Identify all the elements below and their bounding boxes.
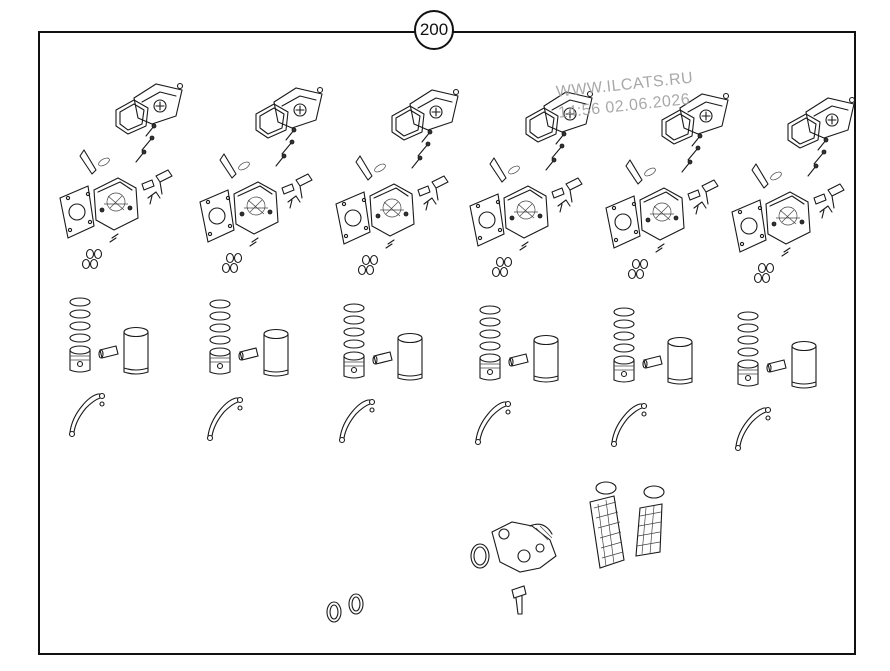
oil-pipe-2 (206, 396, 244, 442)
pump-housing (470, 521, 557, 573)
piston-liner-set-5 (613, 307, 693, 385)
piston-liner-set-6 (737, 311, 817, 389)
cylinder-head-assembly-5 (605, 92, 730, 280)
page-number: 200 (419, 20, 449, 39)
cylinder-head-assembly-6 (731, 96, 856, 284)
drain-plug (511, 585, 527, 615)
piston-liner-set-3 (343, 303, 423, 381)
oil-pipe-1 (68, 392, 106, 438)
seal-rings (326, 593, 364, 623)
cylinder-head-assembly-3 (335, 88, 460, 276)
filter-element-2 (635, 485, 665, 557)
piston-liner-set-4 (479, 305, 559, 383)
filter-element-1 (589, 481, 625, 569)
cylinder-head-assembly-1 (59, 82, 184, 270)
oil-pipe-6 (734, 406, 772, 452)
cylinder-head-assembly-2 (199, 86, 324, 274)
oil-pipe-5 (610, 402, 648, 448)
oil-pipe-4 (474, 400, 512, 446)
page-number-badge: 200 (414, 10, 454, 50)
oil-pipe-3 (338, 398, 376, 444)
piston-liner-set-1 (69, 297, 149, 375)
piston-liner-set-2 (209, 299, 289, 377)
